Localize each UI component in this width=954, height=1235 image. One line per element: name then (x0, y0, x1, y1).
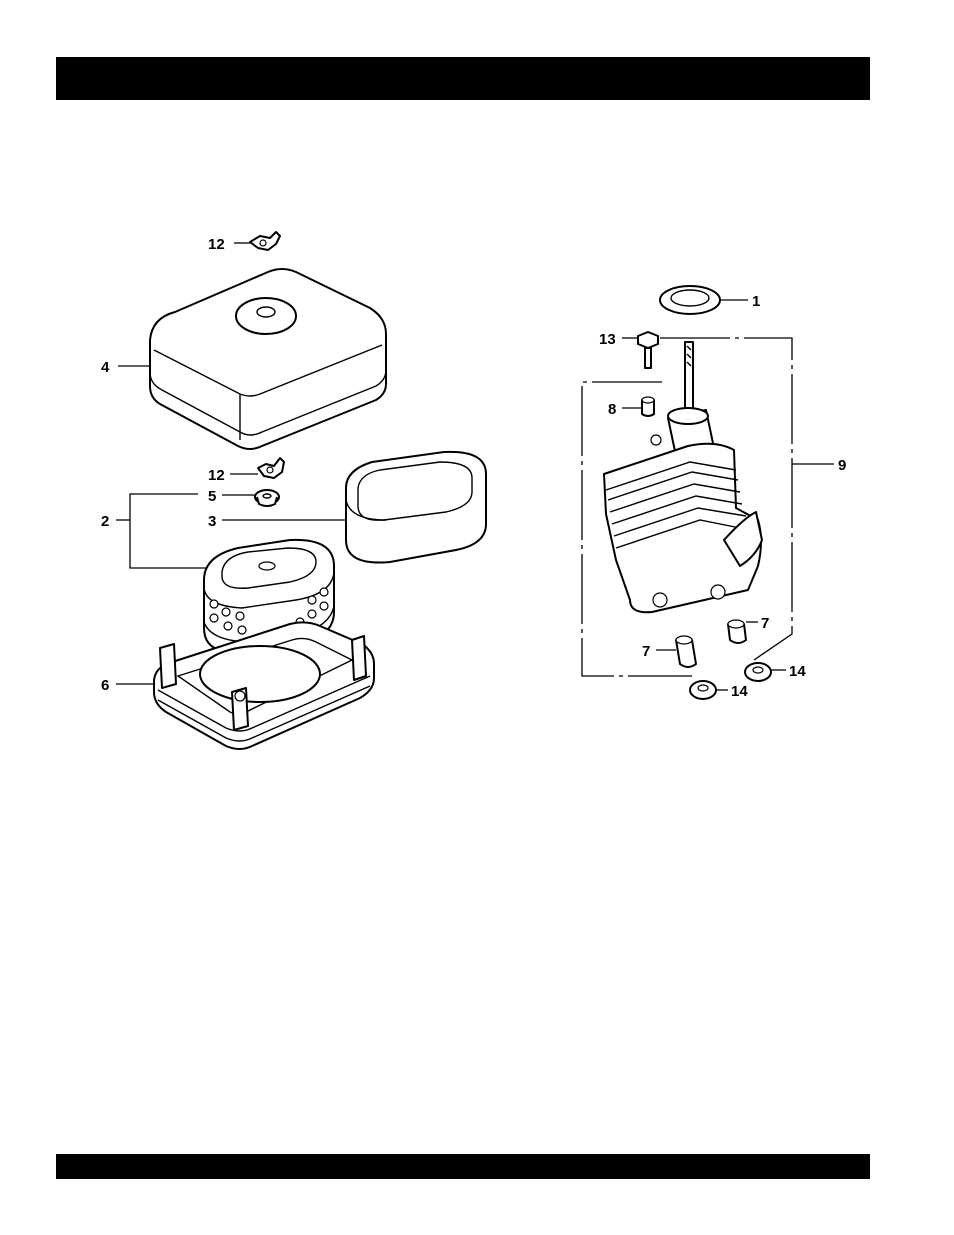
callout-8: 8 (608, 401, 616, 418)
air-cleaner-cover-4 (150, 269, 386, 449)
callout-4: 4 (101, 359, 110, 376)
flange-nut-14-lower (690, 681, 716, 699)
grommet-5 (255, 490, 279, 506)
callout-7-upper: 7 (761, 615, 769, 632)
bolt-13 (638, 332, 658, 368)
sleeve-7-lower (676, 636, 696, 667)
callout-12-top: 12 (208, 236, 225, 253)
sleeve-7-upper (728, 620, 746, 643)
callout-2: 2 (101, 513, 109, 530)
gasket-ring-1 (660, 286, 720, 314)
callout-3: 3 (208, 513, 216, 530)
callout-1: 1 (752, 293, 760, 310)
callout-9: 9 (838, 457, 846, 474)
bracket-2 (130, 494, 210, 568)
foam-prefilter-3 (346, 452, 486, 563)
callout-14-upper: 14 (789, 663, 806, 680)
collar-8 (642, 397, 654, 416)
wing-nut-12-mid (258, 458, 284, 478)
wing-nut-12-top (250, 232, 280, 250)
callout-13: 13 (599, 331, 616, 348)
flange-nut-14-upper (745, 663, 771, 681)
callout-14-lower: 14 (731, 683, 748, 700)
callout-12-mid: 12 (208, 467, 225, 484)
callout-7-lower: 7 (642, 643, 650, 660)
callout-5: 5 (208, 488, 216, 505)
callout-6: 6 (101, 677, 109, 694)
air-cleaner-base-6 (154, 622, 374, 749)
